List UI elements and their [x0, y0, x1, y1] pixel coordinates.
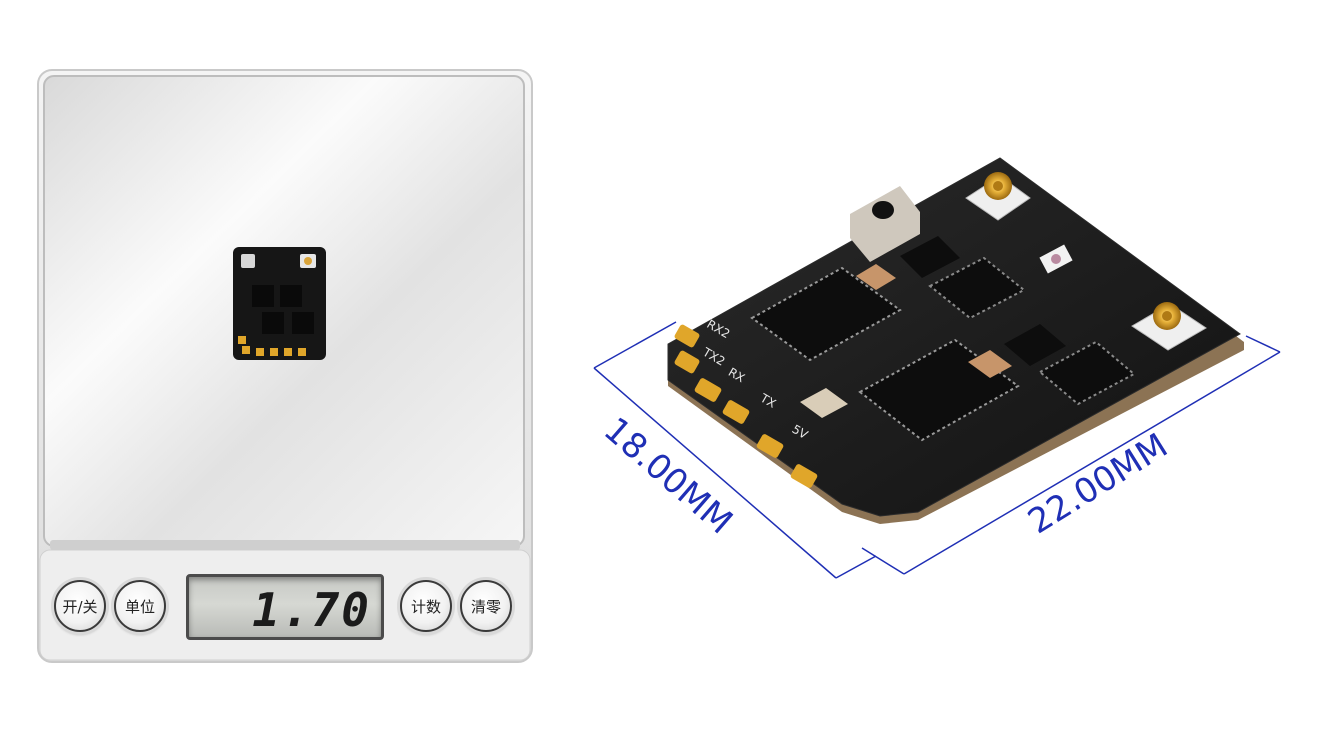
digital-scale [37, 69, 533, 663]
solder-pads [674, 324, 818, 488]
tare-button[interactable]: 清零 [460, 580, 512, 632]
crystal-2 [968, 350, 1012, 378]
chip-3 [928, 256, 1026, 320]
chip-1 [750, 266, 902, 362]
crystal-1 [856, 264, 896, 290]
crystal-3 [800, 388, 848, 418]
chip-5 [1038, 340, 1136, 406]
count-button[interactable]: 计数 [400, 580, 452, 632]
unit-button[interactable]: 单位 [114, 580, 166, 632]
scale-display: 1.70 [186, 574, 384, 640]
power-button[interactable]: 开/关 [54, 580, 106, 632]
antenna-connector-2-icon [1131, 302, 1207, 351]
chip-4 [900, 236, 960, 278]
board-top [667, 157, 1241, 517]
dimension-lines [593, 321, 1281, 579]
bind-button-icon [850, 186, 920, 262]
receiver-board: RX2 TX2 RX TX 5V [667, 157, 1244, 524]
chip-6 [1004, 324, 1066, 366]
scale-display-value: 1.70 [252, 583, 371, 637]
antenna-connector-1-icon [965, 172, 1031, 221]
platform-edge [50, 540, 520, 550]
receiver-on-scale [233, 247, 326, 360]
